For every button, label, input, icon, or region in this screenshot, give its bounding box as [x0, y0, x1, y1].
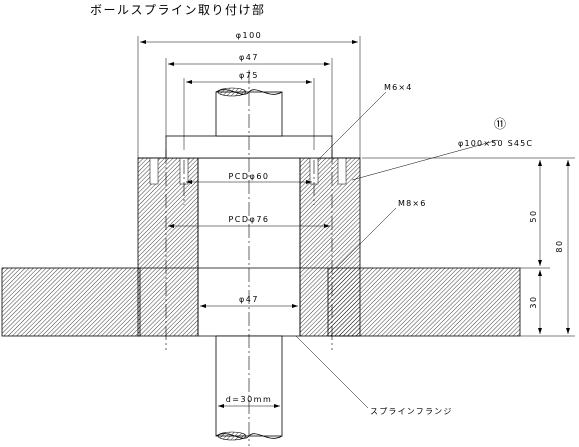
dimension-lines [140, 40, 358, 408]
callout-bolt-m8: M8×6 [398, 199, 427, 208]
dim-bore-bottom: φ47 [239, 295, 259, 304]
dim-pcd-large: PCDφ76 [228, 215, 269, 224]
base-plate [1, 267, 521, 337]
dim-counterbore: φ75 [239, 71, 259, 80]
dim-pcd-small: PCDφ60 [228, 172, 269, 181]
callout-bolt-m6: M6×4 [384, 83, 413, 92]
dim-bore-top: φ47 [239, 53, 259, 62]
dim-outer-diameter: φ100 [236, 31, 263, 40]
drawing-title: ボールスプライン取り付け部 [90, 2, 266, 17]
callout-spline-flange: スプラインフランジ [370, 407, 453, 416]
dim-height-80: 80 [555, 239, 564, 252]
dim-shaft-diameter: d=30mm [226, 395, 273, 404]
dim-height-30: 30 [529, 295, 538, 308]
extension-lines [137, 36, 361, 158]
vertical-dimensions [362, 157, 575, 337]
callout-material: φ100×50 S45C [458, 139, 533, 148]
leader-lines [295, 91, 499, 409]
center-lines [165, 70, 333, 446]
callout-part-number: ⑪ [494, 117, 507, 131]
dim-height-50: 50 [529, 209, 538, 222]
